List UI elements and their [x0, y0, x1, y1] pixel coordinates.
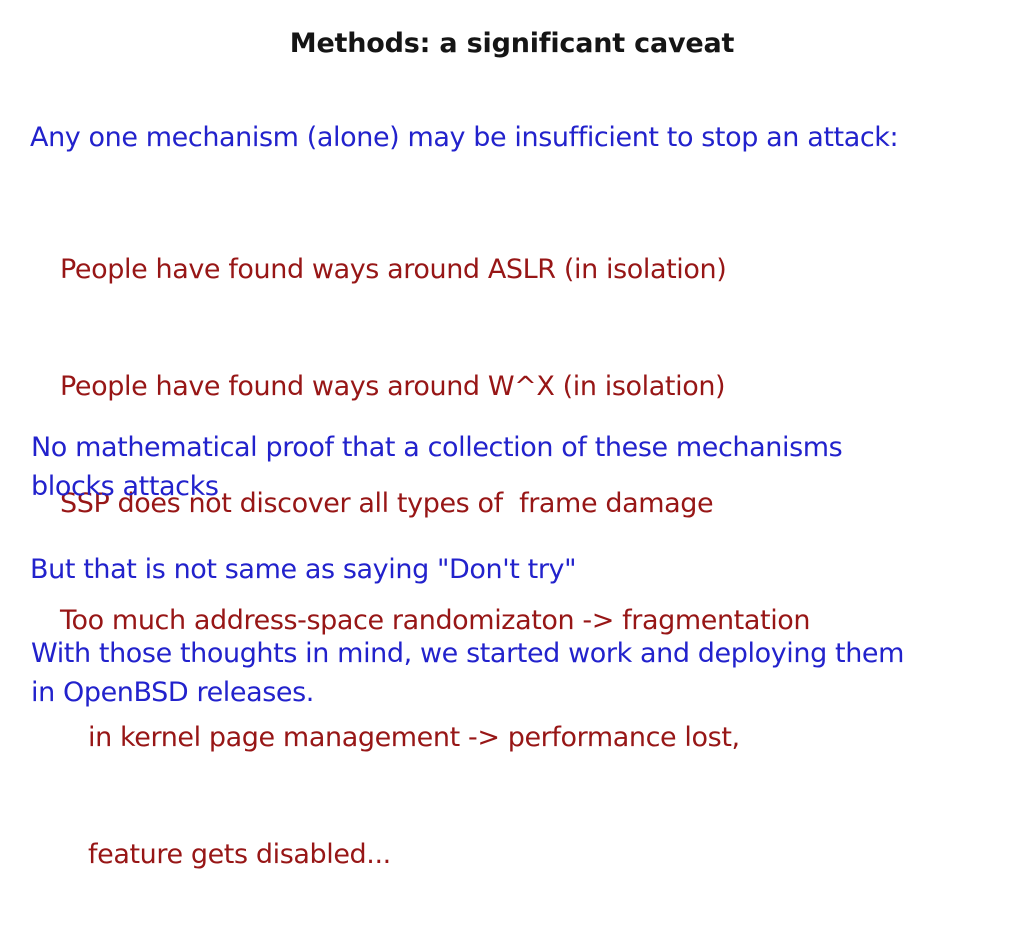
caveat-aslr: People have found ways around ASLR (in i… — [60, 254, 727, 285]
paragraph-no-proof: No mathematical proof that a collection … — [31, 432, 843, 502]
intro-statement: Any one mechanism (alone) may be insuffi… — [30, 122, 899, 153]
caveat-wx: People have found ways around W^X (in is… — [60, 371, 726, 402]
paragraph-openbsd-releases: With those thoughts in mind, we started … — [31, 638, 905, 708]
slide-canvas: Methods: a significant caveat Any one me… — [30, 28, 905, 870]
caveat-kernel-page: in kernel page management -> performance… — [88, 722, 740, 753]
caveat-randomization: Too much address-space randomizaton -> f… — [60, 605, 811, 636]
caveat-ssp: SSP does not discover all types of frame… — [60, 488, 714, 519]
slide-title: Methods: a significant caveat — [289, 28, 735, 59]
paragraph-dont-try: But that is not same as saying "Don't tr… — [30, 554, 577, 585]
caveat-feature-disabled: feature gets disabled... — [88, 839, 391, 870]
